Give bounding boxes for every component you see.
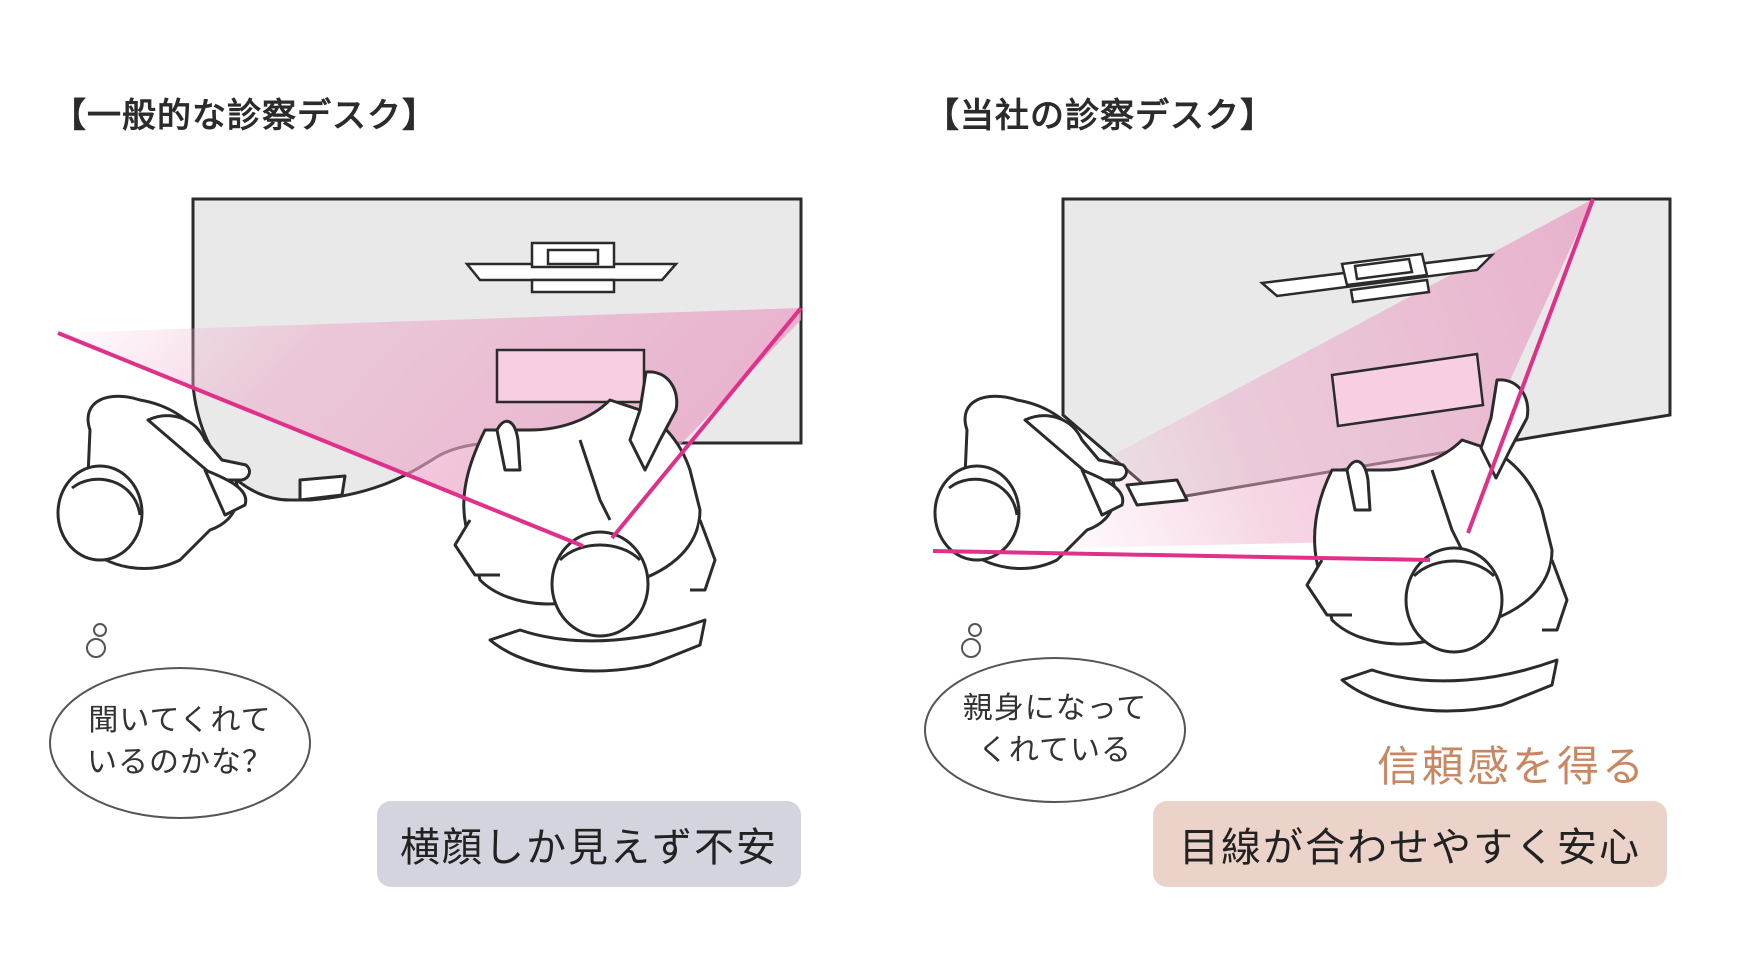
bubble-line-1: 聞いてくれて bbox=[88, 703, 272, 738]
patient-figure bbox=[56, 394, 347, 570]
caption-box: 横顔しか見えず不安 bbox=[377, 801, 801, 887]
panel-title: 【当社の診察デスク】 bbox=[925, 96, 1275, 136]
thought-bubble bbox=[924, 623, 1186, 803]
panel-general-desk: 【一般的な診察デスク】 bbox=[49, 96, 803, 887]
panel-title: 【一般的な診察デスク】 bbox=[52, 96, 437, 136]
panel-our-desk: 【当社の診察デスク】 bbox=[877, 0, 1754, 964]
our-desk-diagram bbox=[924, 197, 1672, 803]
bubble-line-2: くれている bbox=[977, 733, 1133, 768]
caption-box: 目線が合わせやすく安心 bbox=[1153, 801, 1667, 887]
bubble-text: 聞いてくれて いるのかな？ bbox=[60, 700, 300, 784]
doctor-figure bbox=[1305, 378, 1569, 713]
patient-figure bbox=[933, 394, 1189, 570]
bubble-line-1: 親身になって bbox=[962, 691, 1148, 726]
sightline bbox=[932, 198, 1595, 562]
doctor-figure bbox=[453, 370, 717, 673]
keyboard-icon bbox=[495, 348, 646, 404]
keyboard-icon bbox=[1330, 352, 1485, 428]
monitor-icon bbox=[1259, 252, 1496, 304]
general-desk-diagram bbox=[49, 197, 803, 819]
sightline bbox=[57, 306, 803, 548]
accent-text: 信頼感を得る bbox=[1377, 742, 1648, 791]
monitor-icon bbox=[464, 241, 679, 294]
bubble-text: 親身になって くれている bbox=[935, 688, 1175, 772]
bubble-line-2: いるのかな？ bbox=[87, 745, 273, 780]
thought-bubble bbox=[49, 623, 311, 819]
